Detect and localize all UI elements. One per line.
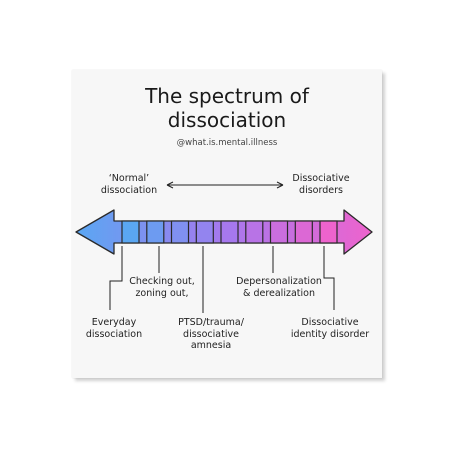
title-line-1: The spectrum of <box>145 84 309 108</box>
spectrum-box-6 <box>245 220 264 244</box>
spectrum-box-2 <box>146 220 165 244</box>
spectrum-box-3 <box>170 220 190 244</box>
spectrum-box-8 <box>294 220 313 244</box>
label-did: Dissociative identity disorder <box>290 317 370 340</box>
label-checking-out: Checking out, zoning out, <box>129 276 195 299</box>
spectrum-box-5 <box>220 220 239 244</box>
range-arrow <box>166 181 284 189</box>
callout-everyday <box>109 246 123 310</box>
label-everyday: Everyday dissociation <box>85 317 143 340</box>
art-board: The spectrum of dissociation @what.is.me… <box>72 70 382 378</box>
title: The spectrum of dissociation <box>72 84 382 132</box>
callout-lines <box>109 246 335 313</box>
spectrum-box-1 <box>121 220 140 244</box>
spectrum-box-9 <box>319 220 338 244</box>
label-ptsd: PTSD/trauma/ dissociative amnesia <box>178 317 244 351</box>
label-normal-dissociation: ‘Normal’ dissociation <box>100 173 158 196</box>
label-dissociative-disorders: Dissociative disorders <box>292 173 350 196</box>
label-depersonalization: Depersonalization & derealization <box>236 276 322 299</box>
spectrum-box-4 <box>195 220 214 244</box>
spectrum-box-7 <box>269 220 289 244</box>
spectrum-boxes <box>121 220 338 244</box>
spectrum-diagram <box>75 181 373 313</box>
callout-did <box>323 246 335 310</box>
title-line-2: dissociation <box>167 108 287 132</box>
author-handle: @what.is.mental.illness <box>176 138 278 148</box>
